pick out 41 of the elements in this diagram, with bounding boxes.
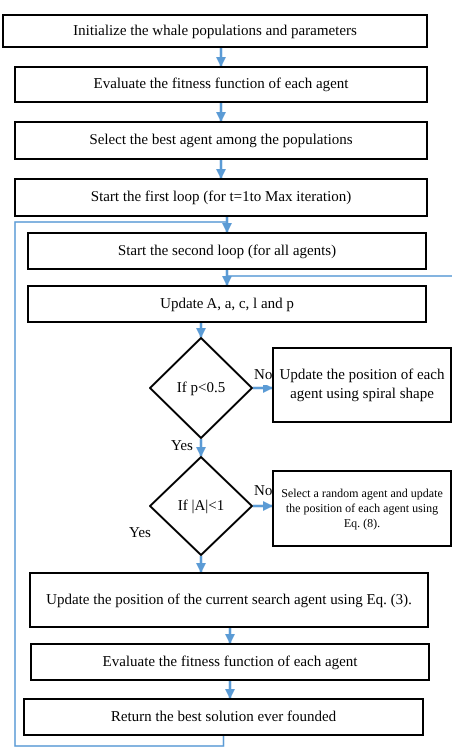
decision-diamond [149,456,253,556]
process-box [29,572,429,628]
arrow [222,217,232,233]
box-text: Select the best agent among the populations [89,131,353,150]
process-box [272,470,452,547]
box-text: If |A|<1 [178,496,224,516]
arrow [196,439,206,457]
arrow [216,160,226,179]
box-text: If p<0.5 [176,378,226,398]
box-text: Update the position of each agent using spiral shape [278,366,446,404]
process-box [27,285,427,323]
process-box [2,14,428,48]
arrow [216,103,226,122]
process-box [272,347,452,423]
arrow [216,48,226,67]
arrow [224,275,452,286]
arrow [222,270,232,286]
box-text: Evaluate the fitness function of each agent [102,652,358,672]
decision-diamond [149,337,253,439]
box-text: Start the first loop (for t=1to Max iteration) [90,188,352,207]
box-text: Update the position of the current search agent using Eq. (3). [46,590,412,610]
process-box [14,121,428,160]
process-box [30,643,430,681]
box-text: Update A, a, c, l and p [160,294,294,314]
process-box [23,698,424,736]
arrow [196,556,206,573]
arrow [225,681,235,699]
arrow [253,383,273,393]
process-box [14,66,428,103]
box-text: Select a random agent and update the position of each agent using Eq. (8). [280,486,444,531]
arrow [196,323,206,338]
box-text: Initialize the whale populations and parameters [73,22,357,40]
arrow [253,501,273,511]
box-text: Evaluate the fitness function of each agent [94,75,348,94]
box-text: Return the best solution ever founded [110,708,336,726]
arrow [14,221,230,747]
edge-label: No [254,366,272,385]
box-text: Start the second loop (for all agents) [118,242,336,260]
process-box [14,178,428,217]
arrow [225,628,235,644]
process-box [27,232,427,270]
